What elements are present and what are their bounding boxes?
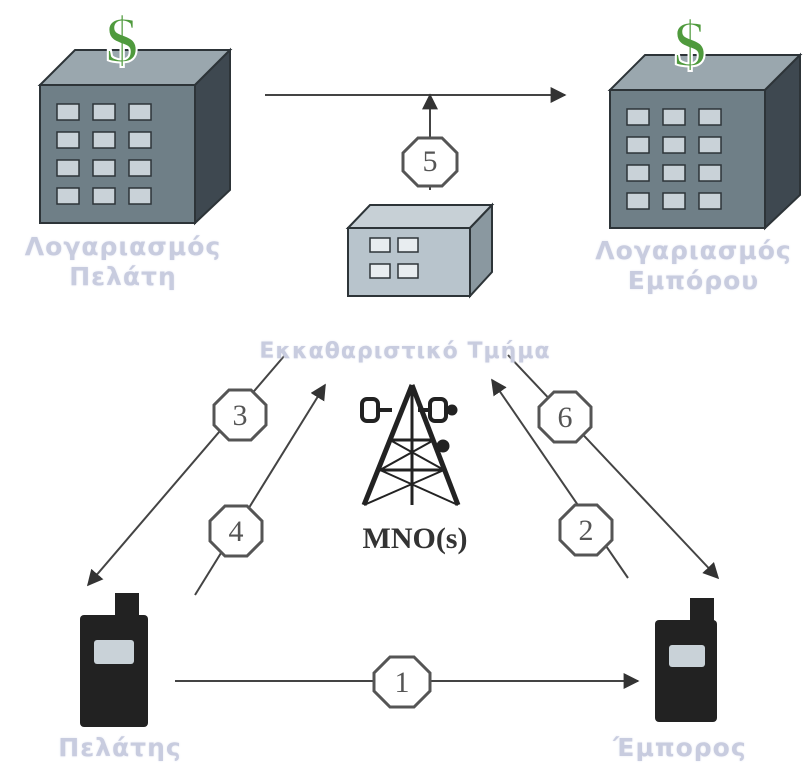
step-badge-3: 3 <box>212 388 268 442</box>
customer-account-label: Λογαριασμός Πελάτη <box>8 232 238 292</box>
step-badge-6: 6 <box>537 390 593 444</box>
arrow-clearing-to-customer <box>86 354 286 587</box>
arrow-customer-to-clearing <box>194 383 326 596</box>
customer-account-label-line2: Πελάτη <box>69 262 177 291</box>
step-badge-4: 4 <box>208 504 264 558</box>
svg-text:2: 2 <box>579 514 594 547</box>
customer-account-building-icon: $ <box>37 3 233 226</box>
svg-text:4: 4 <box>229 515 244 548</box>
merchant-label: Έμπορος <box>613 733 747 762</box>
step-badge-1: 1 <box>372 655 432 709</box>
customer-account-label-line1: Λογαριασμός <box>24 232 222 261</box>
step-badge-2: 2 <box>558 503 614 557</box>
svg-text:5: 5 <box>423 145 438 178</box>
clearing-house-building-icon <box>345 202 495 299</box>
dollar-icon: $ <box>674 8 707 81</box>
svg-text:1: 1 <box>395 666 410 699</box>
svg-text:6: 6 <box>558 401 573 434</box>
arrow-clearing-to-merchant <box>507 354 720 580</box>
svg-text:3: 3 <box>233 399 248 432</box>
merchant-account-building-icon: $ <box>607 7 803 231</box>
customer-label: Πελάτης <box>58 733 182 762</box>
merchant-account-label-line1: Λογαριασμός <box>595 236 792 265</box>
merchant-account-label: Λογαριασμός Εμπόρου <box>575 236 812 296</box>
customer-phone-icon <box>80 593 148 727</box>
mno-label: MNO(s) <box>362 522 468 555</box>
dollar-icon: $ <box>106 4 139 77</box>
clearing-house-label: Εκκαθαριστικό Τμήμα <box>259 339 551 364</box>
step-badge-5: 5 <box>401 136 459 188</box>
merchant-phone-icon <box>655 598 717 722</box>
merchant-account-label-line2: Εμπόρου <box>627 266 760 295</box>
mno-tower-icon <box>360 384 461 506</box>
